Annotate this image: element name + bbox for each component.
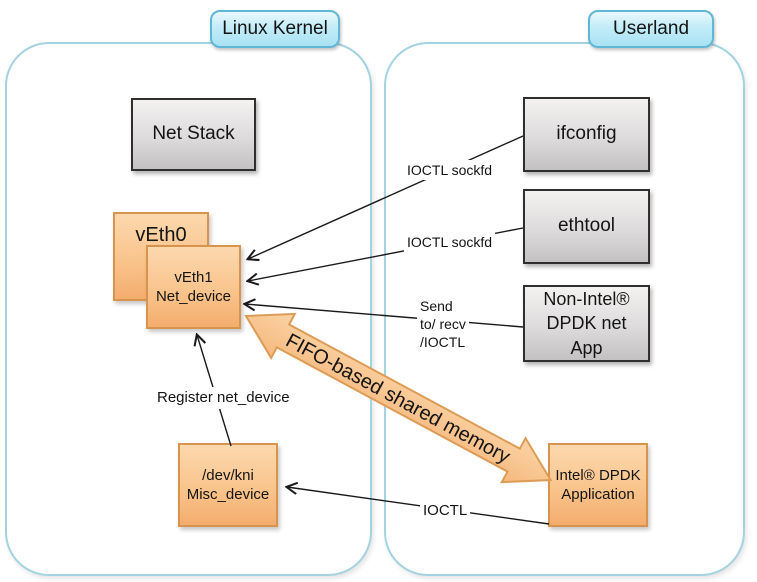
region-label-linux-kernel: Linux Kernel <box>210 10 340 48</box>
node-intel-dpdk-application: Intel® DPDK Application <box>548 443 648 527</box>
region-label-userland: Userland <box>588 10 714 48</box>
node-ethtool: ethtool <box>523 189 650 264</box>
region-label-text: Userland <box>612 18 690 39</box>
node-veth1-net-device: vEth1 Net_device <box>146 245 241 329</box>
node-non-intel-dpdk-net-app: Non-Intel® DPDK net App <box>523 285 650 362</box>
node-ifconfig: ifconfig <box>523 97 650 172</box>
edge-label-ioctl-sockfd-1: IOCTL sockfd <box>404 160 496 181</box>
edge-label-ioctl-sockfd-2: IOCTL sockfd <box>404 232 496 253</box>
region-label-text: Linux Kernel <box>222 18 328 39</box>
edge-label-send-recv-ioctl: Send to/ recv /IOCTL <box>417 296 469 353</box>
edge-label-register-net-device: Register net_device <box>154 387 293 409</box>
node-net-stack: Net Stack <box>131 98 256 171</box>
edge-label-ioctl: IOCTL <box>420 500 471 522</box>
node-dev-kni-misc-device: /dev/kni Misc_device <box>178 443 278 527</box>
